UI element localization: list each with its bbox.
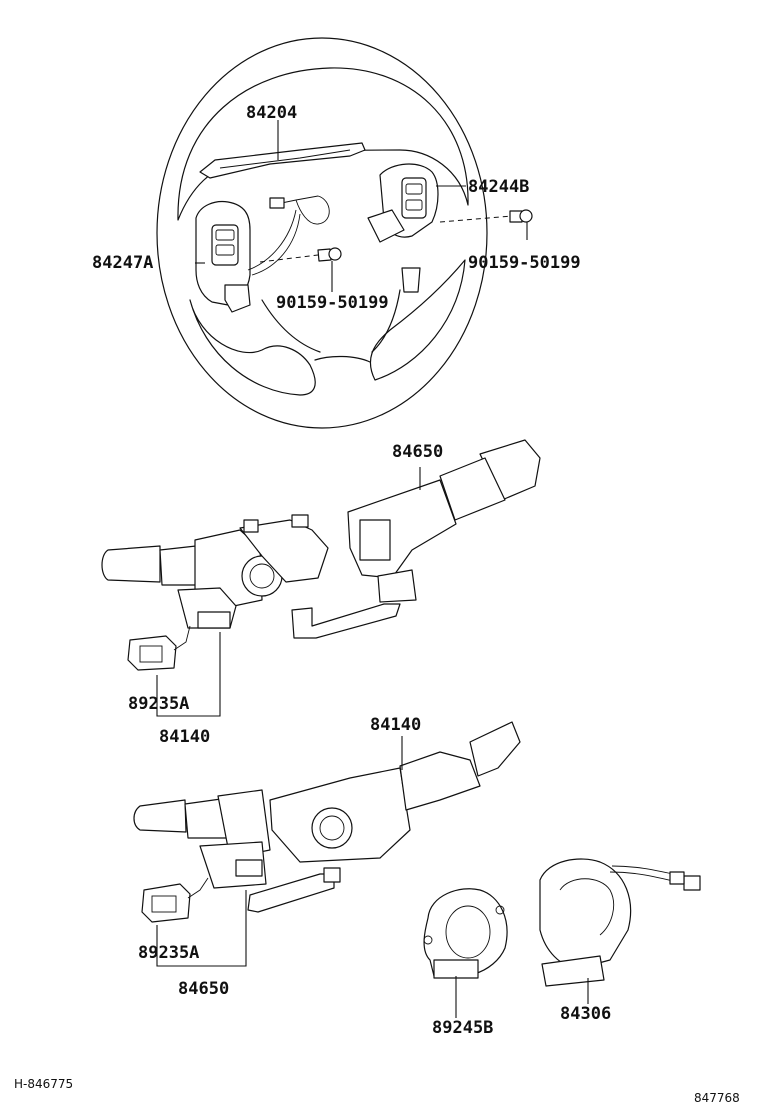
label-84140-left: 84140 [159,727,210,747]
spiral-cable-84306 [539,858,701,987]
horn-pad-trim [199,142,366,179]
label-89245B: 89245B [432,1018,493,1038]
label-84244B: 84244B [468,177,529,197]
steering-angle-sensor-89245B [423,888,508,979]
label-89235A-bottom: 89235A [138,943,199,963]
wire-harness [247,195,330,276]
sensor-89235A-bottom [141,877,209,923]
label-89235A-top: 89235A [128,694,189,714]
screw-left [259,247,342,263]
label-84650-top: 84650 [392,442,443,462]
label-90159-50199-left: 90159-50199 [276,293,389,313]
label-84306: 84306 [560,1004,611,1024]
label-84247A: 84247A [92,253,153,273]
right-switch-assembly [367,163,439,293]
combination-switch-top-left [101,514,329,629]
left-switch-assembly [195,200,251,313]
combination-switch-top-right [291,439,541,639]
label-84650-bottom: 84650 [178,979,229,999]
sensor-89235A-top [127,625,191,671]
screw-right [439,209,533,223]
combination-switch-bottom [133,721,521,913]
label-90159-50199-right: 90159-50199 [468,253,581,273]
footer-right-code: 847768 [694,1091,740,1105]
footer-left-code: H-846775 [14,1077,73,1091]
label-84204: 84204 [246,103,297,123]
label-84140-mid: 84140 [370,715,421,735]
